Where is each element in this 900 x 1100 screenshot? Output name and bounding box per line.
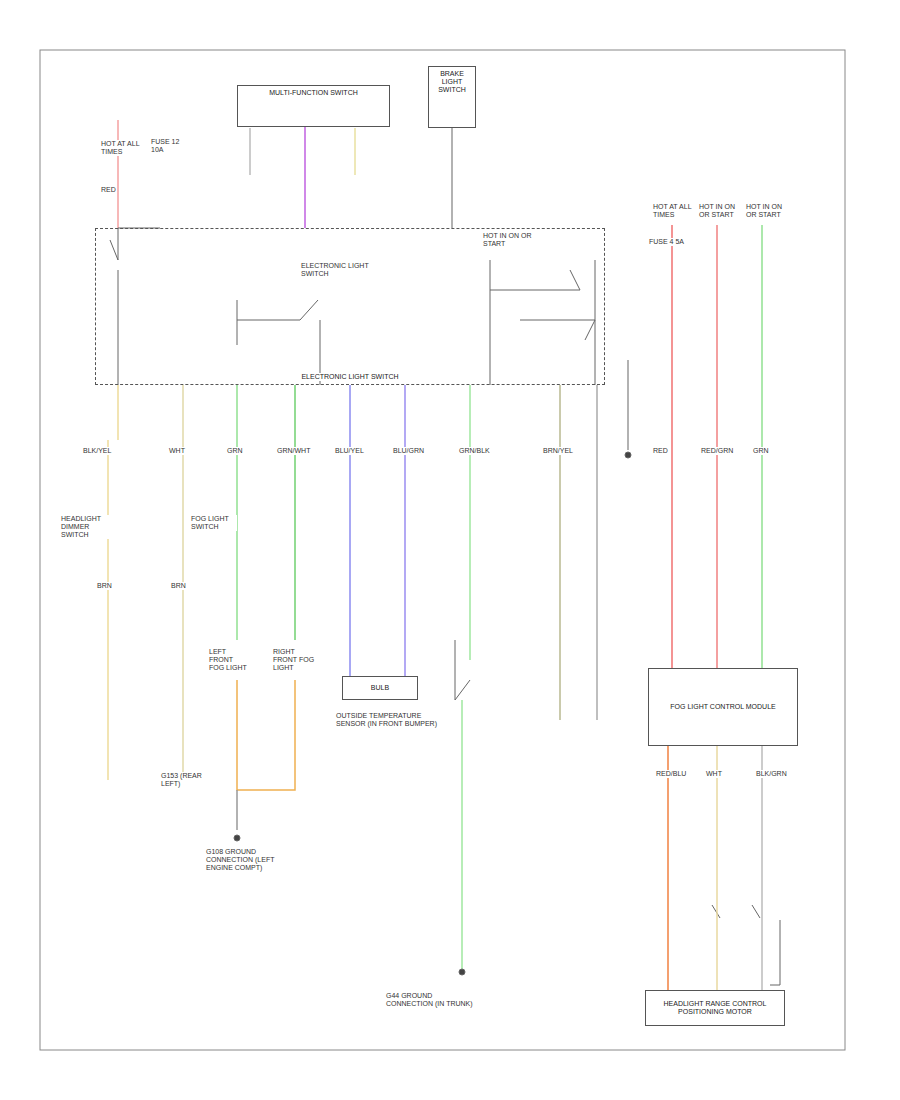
wire-label: GRN/BLK [458, 447, 491, 455]
wire-label: FUSE 4 5A [648, 238, 685, 246]
wire-label: BLU/YEL [334, 447, 365, 455]
wire-label: HOT IN ON OR START [698, 203, 745, 219]
wire-label: BRN [96, 582, 113, 590]
switch-symbols [110, 228, 780, 985]
wire [349, 385, 351, 676]
wire-label: LEFT FRONT FOG LIGHT [208, 648, 250, 672]
frame [40, 50, 845, 1050]
module-outline: ELECTRONIC LIGHT SWITCH [95, 228, 605, 385]
component-box: BRAKE LIGHT SWITCH [428, 66, 476, 128]
wire-label: RED [652, 447, 669, 455]
wire-label: RED/GRN [700, 447, 734, 455]
wire-label: BLU/GRN [392, 447, 425, 455]
component-name: FOG LIGHT CONTROL MODULE [668, 703, 777, 711]
wire-label: WHT [168, 447, 186, 455]
wire-label: FUSE 12 10A [150, 138, 192, 154]
wire-label: GRN [226, 447, 244, 455]
component-name: BULB [369, 684, 391, 692]
component-box: MULTI-FUNCTION SWITCH [237, 85, 390, 127]
wire-label: HOT IN ON OR START [482, 232, 534, 248]
wire-label: RIGHT FRONT FOG LIGHT [272, 648, 319, 672]
wire-label: BRN [170, 582, 187, 590]
component-name: ELECTRONIC LIGHT SWITCH [299, 373, 400, 381]
component-box: BULB [342, 676, 418, 700]
wire-label: GRN/WHT [276, 447, 311, 455]
wire [667, 746, 669, 990]
wire [451, 128, 453, 228]
wire-label: FOG LIGHT SWITCH [190, 515, 237, 531]
wire-label: BRN/YEL [542, 447, 574, 455]
wire-label: BLK/GRN [755, 770, 788, 778]
wire-label: HOT AT ALL TIMES [100, 140, 152, 156]
wire-label: RED/BLU [655, 770, 687, 778]
component-name: HEADLIGHT RANGE CONTROL POSITIONING MOTO… [649, 1000, 781, 1016]
wire-label: GRN [752, 447, 770, 455]
component-box: FOG LIGHT CONTROL MODULE [648, 668, 798, 746]
component-name: BRAKE LIGHT SWITCH [432, 70, 472, 94]
wire-label: HOT AT ALL TIMES [652, 203, 699, 219]
wire-label: WHT [705, 770, 723, 778]
wire-label: ELECTRONIC LIGHT SWITCH [300, 262, 392, 278]
wire-label: RED [100, 186, 117, 194]
component-name: MULTI-FUNCTION SWITCH [267, 89, 360, 97]
wire-label: G44 GROUND CONNECTION (IN TRUNK) [385, 992, 477, 1008]
wire [716, 746, 718, 990]
wire-label: BLK/YEL [82, 447, 112, 455]
wire [304, 127, 306, 228]
wire [404, 385, 406, 676]
wire-label: HOT IN ON OR START [745, 203, 792, 219]
wires [108, 120, 762, 970]
wire-label: G108 GROUND CONNECTION (LEFT ENGINE COMP… [205, 848, 287, 872]
wire [761, 746, 763, 990]
component-box: HEADLIGHT RANGE CONTROL POSITIONING MOTO… [645, 990, 785, 1026]
wire-label: G153 (REAR LEFT) [160, 772, 217, 788]
wire-label: OUTSIDE TEMPERATURE SENSOR (IN FRONT BUM… [335, 712, 442, 728]
wire-label: HEADLIGHT DIMMER SWITCH [60, 515, 112, 539]
